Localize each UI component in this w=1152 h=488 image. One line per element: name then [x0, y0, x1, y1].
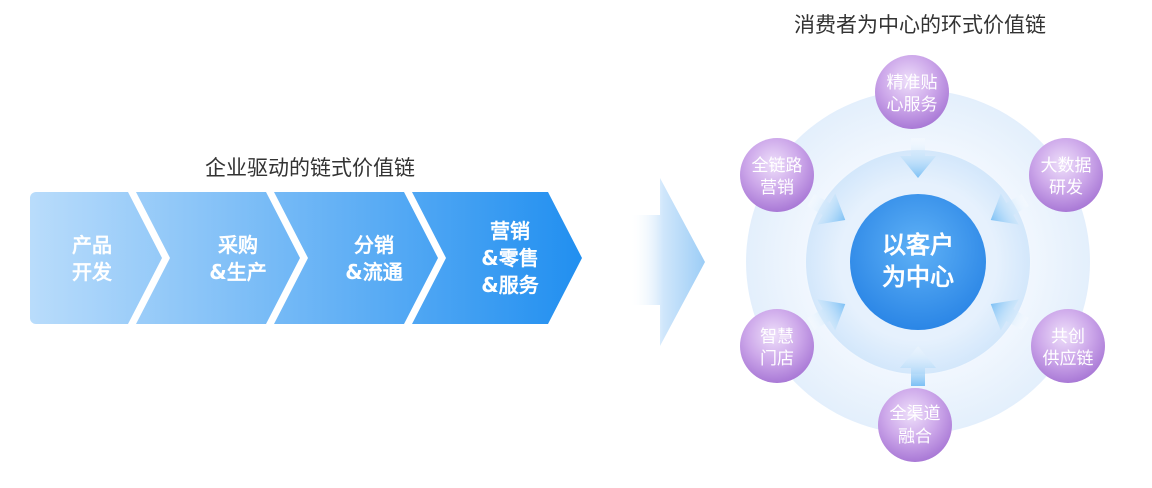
svg-text:开发: 开发 — [72, 260, 113, 284]
svg-text:研发: 研发 — [1049, 178, 1083, 198]
svg-text:营销: 营销 — [760, 178, 794, 198]
svg-text:采购: 采购 — [218, 233, 258, 257]
svg-text:融合: 融合 — [898, 427, 932, 447]
node-omni-channel: 全渠道 融合 — [878, 388, 952, 462]
svg-text:心服务: 心服务 — [887, 95, 938, 115]
inward-arrows — [807, 138, 1029, 386]
svg-text:&零售: &零售 — [481, 246, 538, 270]
chain-step-product-dev: 产品 开发 — [72, 233, 113, 284]
chain-step-procurement: 采购 &生产 — [209, 233, 266, 284]
svg-text:门店: 门店 — [760, 349, 794, 369]
chain-step-distribution: 分销 &流通 — [345, 233, 402, 284]
svg-text:供应链: 供应链 — [1043, 349, 1094, 369]
svg-text:全渠道: 全渠道 — [890, 404, 941, 424]
svg-text:&服务: &服务 — [481, 273, 539, 297]
svg-text:以客户: 以客户 — [882, 231, 954, 259]
chain-step-marketing: 营销 &零售 &服务 — [481, 219, 539, 297]
node-big-data-rd: 大数据 研发 — [1029, 138, 1103, 212]
transition-arrow — [630, 178, 705, 346]
center-circle — [850, 194, 986, 330]
node-full-link-marketing: 全链路 营销 — [740, 138, 814, 212]
svg-text:&流通: &流通 — [345, 260, 402, 284]
svg-text:共创: 共创 — [1051, 327, 1085, 347]
svg-text:分销: 分销 — [354, 233, 394, 257]
node-precise-service: 精准贴 心服务 — [875, 55, 949, 129]
chain-band — [30, 192, 590, 324]
node-smart-store: 智慧 门店 — [740, 309, 814, 383]
node-co-supply-chain: 共创 供应链 — [1031, 309, 1105, 383]
svg-text:营销: 营销 — [490, 219, 530, 243]
svg-text:大数据: 大数据 — [1041, 156, 1092, 176]
svg-text:精准贴: 精准贴 — [887, 73, 938, 93]
svg-text:智慧: 智慧 — [760, 327, 794, 347]
svg-text:产品: 产品 — [72, 233, 112, 257]
center-label: 以客户 为中心 — [882, 231, 954, 291]
svg-text:全链路: 全链路 — [752, 156, 803, 176]
svg-text:为中心: 为中心 — [882, 263, 954, 291]
ring-title: 消费者为中心的环式价值链 — [794, 13, 1046, 37]
chain-title: 企业驱动的链式价值链 — [205, 156, 415, 180]
svg-text:&生产: &生产 — [209, 260, 266, 284]
chain-separators — [128, 192, 600, 324]
